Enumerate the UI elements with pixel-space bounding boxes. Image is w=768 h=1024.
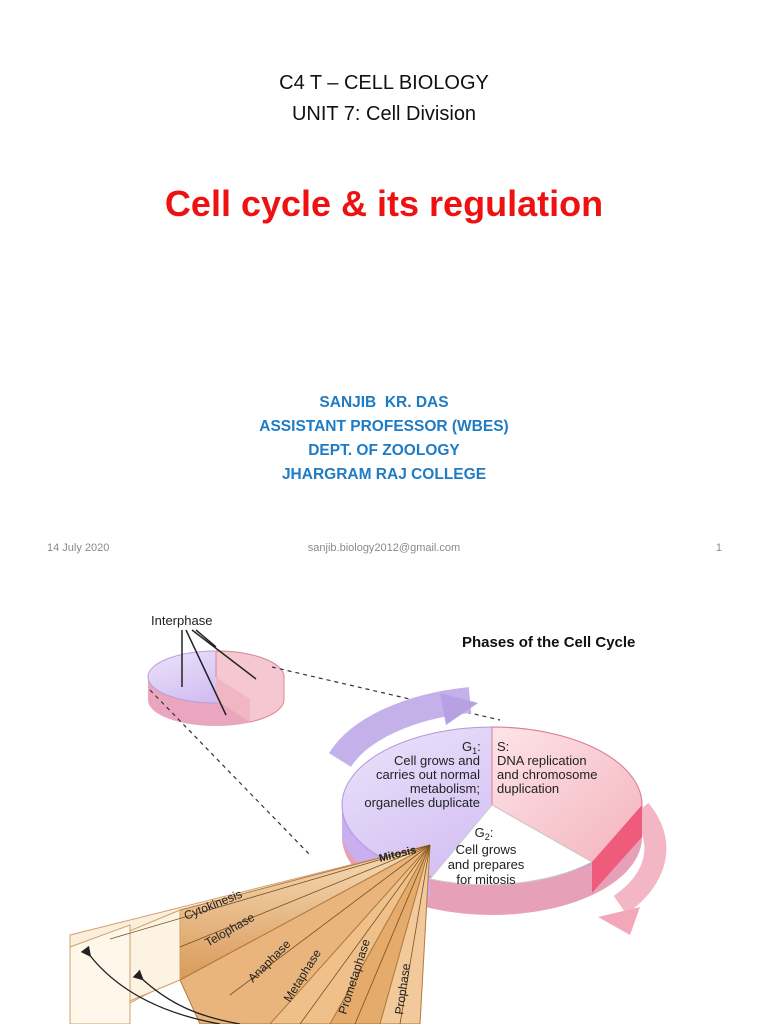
interphase-label: Interphase xyxy=(151,613,212,628)
mitosis-fan xyxy=(69,844,431,1024)
title-slide: C4 T – CELL BIOLOGY UNIT 7: Cell Divisio… xyxy=(0,72,768,554)
s-phase-text: S: DNA replication and chromosome duplic… xyxy=(497,739,597,796)
g2-line-3: for mitosis xyxy=(456,872,516,887)
s-label: S: xyxy=(497,739,509,754)
cell-cycle-pie xyxy=(329,687,667,935)
cell-cycle-diagram: Interphase xyxy=(69,613,667,1024)
g1-line-4: organelles duplicate xyxy=(364,795,480,810)
author-position: ASSISTANT PROFESSOR (WBES) xyxy=(259,418,509,435)
course-title: C4 T – CELL BIOLOGY xyxy=(279,72,489,94)
g1-line-2: carries out normal xyxy=(376,767,480,782)
footer-date: 14 July 2020 xyxy=(47,542,110,554)
author-college: JHARGRAM RAJ COLLEGE xyxy=(281,466,487,483)
return-arrows xyxy=(80,945,241,1024)
slide-title: Phases of the Cell Cycle xyxy=(462,634,636,651)
s-line-2: and chromosome xyxy=(497,767,597,782)
g2-phase-text: G2: Cell grows and prepares for mitosis xyxy=(448,825,525,887)
g2-label: G2: xyxy=(475,825,494,842)
g2-line-1: Cell grows xyxy=(456,842,517,857)
cell-cycle-slide: Phases of the Cell Cycle xyxy=(0,575,768,1024)
g1-line-3: metabolism; xyxy=(410,781,480,796)
s-line-3: duplication xyxy=(497,781,559,796)
small-pie-icon xyxy=(147,650,285,726)
s-line-1: DNA replication xyxy=(497,753,587,768)
author-name: SANJIB KR. DAS xyxy=(319,394,449,411)
author-department: DEPT. OF ZOOLOGY xyxy=(308,442,460,459)
unit-title: UNIT 7: Cell Division xyxy=(291,103,477,125)
g1-label: G1: xyxy=(462,739,481,756)
g2-line-2: and prepares xyxy=(448,857,525,872)
author-block: SANJIB KR. DAS ASSISTANT PROFESSOR (WBES… xyxy=(0,391,768,487)
g1-line-1: Cell grows and xyxy=(394,753,480,768)
g1-phase-text: G1: Cell grows and carries out normal me… xyxy=(364,739,480,810)
footer-email: sanjib.biology2012@gmail.com xyxy=(307,542,461,554)
interphase-arrows xyxy=(181,629,257,716)
main-title: Cell cycle & its regulation xyxy=(164,183,604,224)
footer-page-number: 1 xyxy=(715,542,722,554)
